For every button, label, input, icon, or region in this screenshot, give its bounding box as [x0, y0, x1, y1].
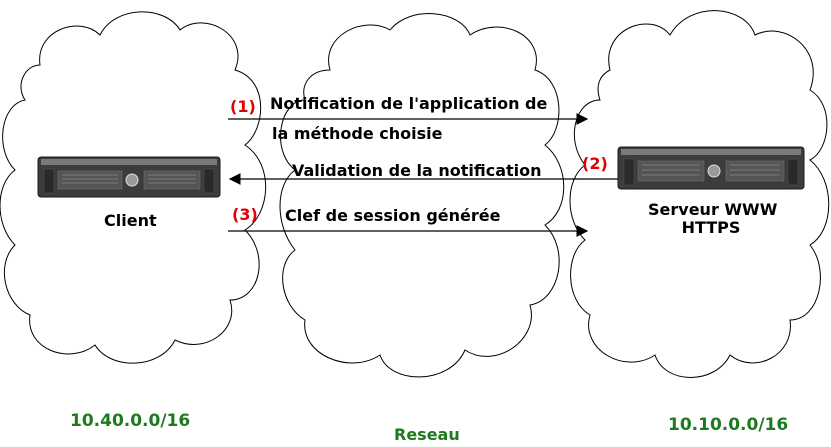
client-network-label: 10.40.0.0/16 — [70, 411, 191, 431]
step-label-1: (1) — [230, 97, 256, 116]
web-server-icon — [617, 146, 805, 190]
server-label-line-2: HTTPS — [681, 218, 741, 237]
client-network-cloud — [0, 11, 267, 364]
message-1-line-1: Notification de l'application de — [270, 94, 548, 113]
reseau-label: Reseau — [394, 425, 460, 444]
reseau-cloud — [279, 13, 565, 378]
client-label: Client — [104, 211, 157, 230]
server-network-cloud — [569, 10, 830, 378]
message-1-line-2: la méthode choisie — [272, 124, 443, 143]
step-label-3: (3) — [232, 205, 258, 224]
message-3-text: Clef de session générée — [285, 206, 501, 225]
message-2-text: Validation de la notification — [292, 161, 542, 180]
server-label-line-1: Serveur WWW — [648, 200, 778, 219]
step-label-2: (2) — [582, 154, 608, 173]
server-network-label: 10.10.0.0/16 — [668, 415, 789, 435]
client-server-icon — [37, 156, 221, 198]
